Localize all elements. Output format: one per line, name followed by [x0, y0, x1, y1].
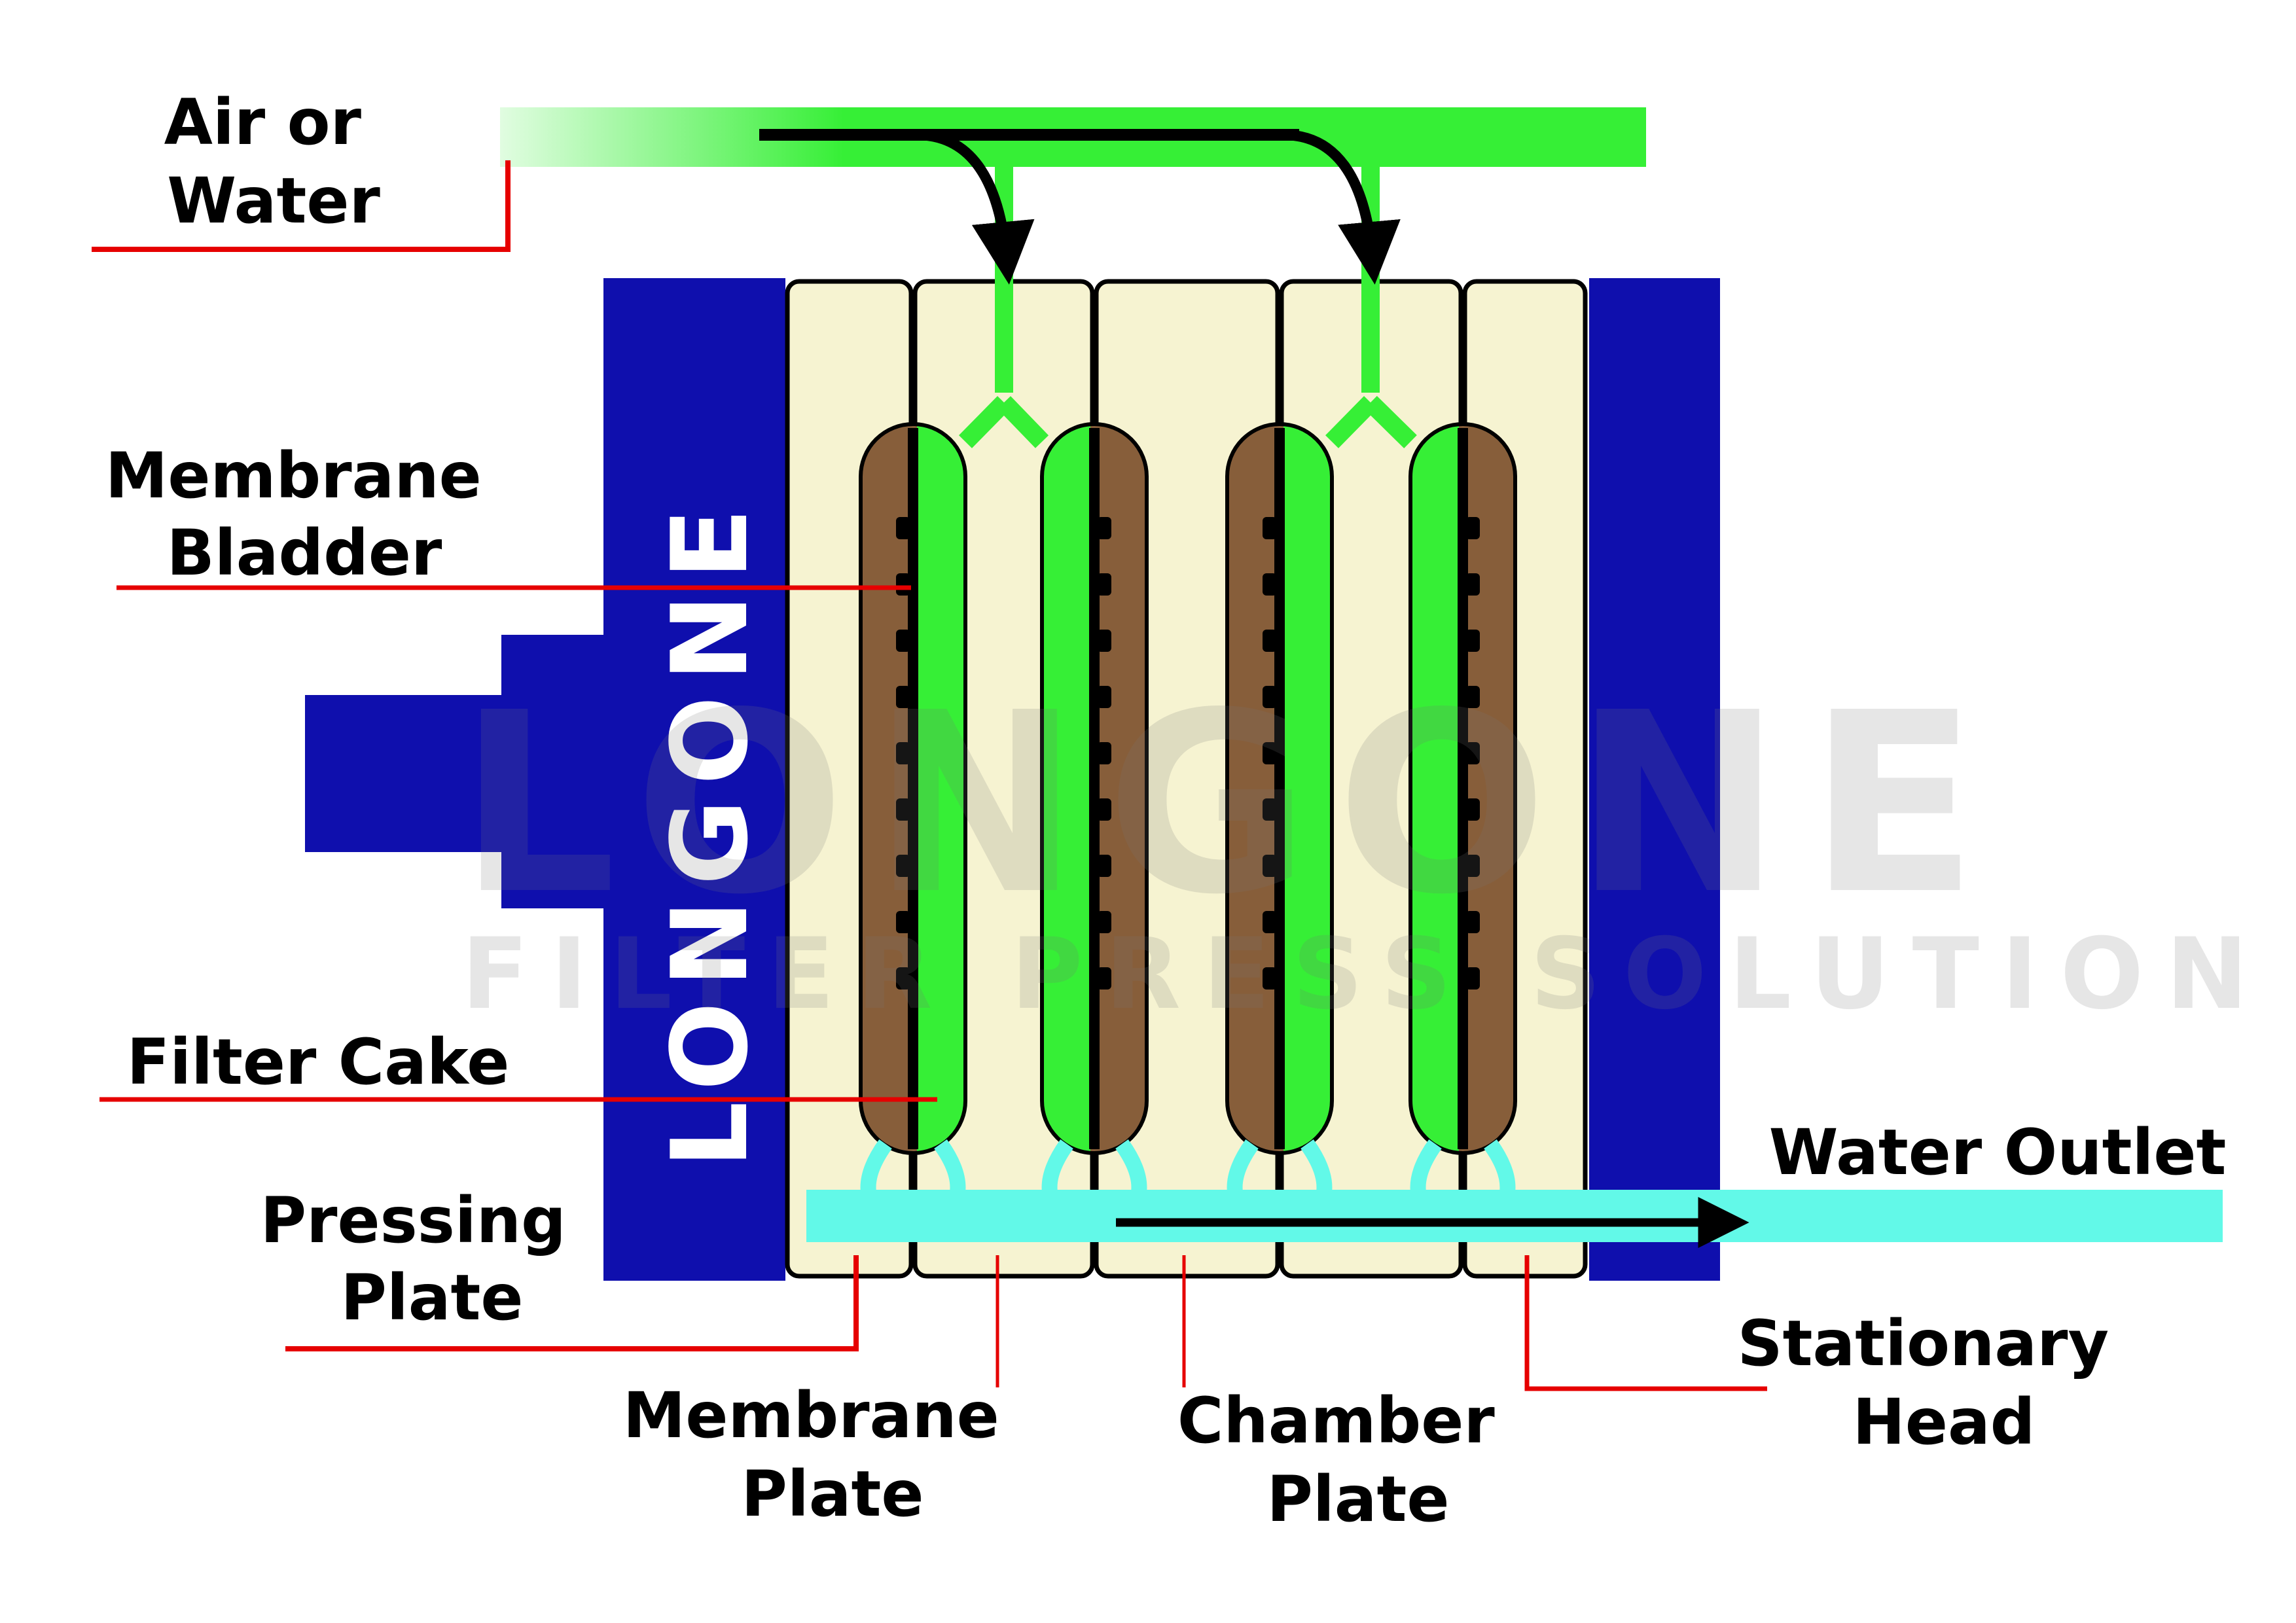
squeeze-fluid: [1410, 424, 1459, 1153]
hydraulic-ram-base: [305, 695, 508, 852]
drainage-nub: [896, 855, 910, 877]
drainage-nub: [1097, 573, 1111, 596]
squeeze-fluid: [1042, 424, 1090, 1153]
drainage-nub: [1097, 798, 1111, 821]
bladder-outline: [1408, 422, 1517, 1155]
drainage-nub: [1263, 742, 1277, 764]
label-membrane-plate: Membrane Plate: [623, 1379, 1021, 1531]
label-air-or-water: Air or Water: [164, 86, 384, 238]
squeeze-fluid: [1283, 424, 1332, 1153]
drainage-nub: [1465, 911, 1480, 933]
drainage-nub: [1097, 911, 1111, 933]
watermark: LONGONE FILTER PRESS SOLUTION: [458, 659, 2270, 1031]
drainage-nub: [1465, 967, 1480, 990]
outlet-branch: [1041, 1139, 1147, 1194]
drainage-nub: [1097, 686, 1111, 708]
drainage-nub: [1263, 855, 1277, 877]
drainage-nub: [1263, 573, 1277, 596]
drainage-nub: [1465, 630, 1480, 652]
drainage-nub: [896, 517, 910, 539]
drainage-nub: [896, 686, 910, 708]
hydraulic-ram-neck: [501, 635, 606, 908]
inlet-branches: [959, 167, 1417, 448]
membrane-bladder: [1225, 422, 1334, 1155]
drainage-nub: [896, 967, 910, 990]
leader-stationary-head: [1524, 1255, 1767, 1391]
drainage-nub: [1465, 686, 1480, 708]
outlet-branch: [1410, 1139, 1516, 1194]
drainage-nub: [896, 573, 910, 596]
drainage-nub: [1465, 517, 1480, 539]
drainage-nub: [1465, 573, 1480, 596]
outlet-pipe: [806, 1139, 2223, 1248]
inlet-flow-arrow-1: [916, 130, 1035, 285]
drainage-nub: [896, 911, 910, 933]
watermark-primary: LONGONE: [458, 659, 2004, 949]
drainage-nub: [1097, 855, 1111, 877]
outlet-branch: [860, 1139, 966, 1194]
drainage-nub: [1263, 911, 1277, 933]
drainage-nub: [1263, 686, 1277, 708]
leader-pressing-plate: [285, 1255, 859, 1351]
drainage-nub: [1263, 967, 1277, 990]
bladder-outline: [859, 422, 967, 1155]
membrane-diaphragm: [1089, 428, 1100, 1149]
pressing-plate-body: [603, 278, 785, 1281]
drainage-nub: [1263, 517, 1277, 539]
membrane-diaphragm: [1458, 428, 1468, 1149]
pressing-plate: LONGONE: [305, 278, 785, 1281]
label-pressing-plate: Pressing Plate: [260, 1184, 588, 1334]
drainage-nub: [1097, 630, 1111, 652]
outlet-branches: [860, 1139, 1516, 1194]
inlet-flow-arrow-2: [1282, 130, 1401, 285]
drainage-nub: [1097, 517, 1111, 539]
leader-air-or-water: [92, 160, 511, 252]
drainage-nub: [1465, 742, 1480, 764]
membrane-bladder: [1408, 422, 1517, 1155]
drainage-nub: [1465, 798, 1480, 821]
drainage-nub: [896, 630, 910, 652]
watermark-secondary: FILTER PRESS SOLUTION: [461, 918, 2270, 1031]
outlet-branch: [1227, 1139, 1333, 1194]
label-water-outlet: Water Outlet: [1769, 1116, 2227, 1189]
label-filter-cake: Filter Cake: [127, 1026, 510, 1099]
drainage-nub: [896, 742, 910, 764]
membrane-bladder: [859, 422, 967, 1155]
brand-logo-vertical: LONGONE: [649, 493, 771, 1168]
outlet-pipe-main: [806, 1190, 2223, 1242]
plate-pack: [785, 279, 1588, 1279]
membrane-diaphragm: [908, 428, 918, 1149]
drainage-nub: [896, 798, 910, 821]
stationary-head: [1589, 278, 1720, 1281]
drainage-nub: [1097, 742, 1111, 764]
bladder-outline: [1040, 422, 1149, 1155]
membrane-bladder: [1040, 422, 1149, 1155]
drainage-nub: [1263, 630, 1277, 652]
label-stationary-head: Stationary Head: [1737, 1307, 2130, 1459]
bladder-outline: [1225, 422, 1334, 1155]
inlet-pipe: [500, 107, 1646, 448]
labels: Air or Water Membrane Bladder Filter Cak…: [105, 86, 2227, 1536]
drainage-nub: [1465, 855, 1480, 877]
label-chamber-plate: Chamber Plate: [1177, 1384, 1516, 1536]
membrane-diaphragm: [1274, 428, 1285, 1149]
drainage-nub: [1263, 798, 1277, 821]
leader-lines: [92, 160, 1767, 1391]
drainage-nub: [1097, 967, 1111, 990]
squeeze-fluid: [917, 424, 965, 1153]
label-membrane-bladder: Membrane Bladder: [105, 439, 503, 590]
